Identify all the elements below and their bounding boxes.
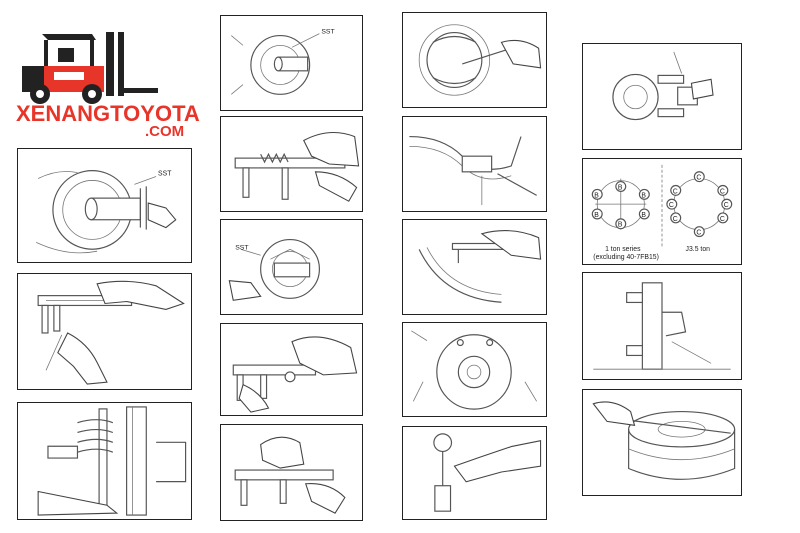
svg-text:B: B — [594, 192, 599, 199]
caliper-spring-diagram — [234, 132, 360, 202]
section-diagram — [593, 282, 731, 370]
svg-text:C: C — [669, 202, 674, 209]
panel-shoe-measure — [402, 219, 547, 315]
ton-small-note: (excluding 40-7FB15) — [593, 254, 659, 261]
caliper-depth-diagram — [234, 436, 346, 514]
hub-sst-diagram: SST — [228, 238, 320, 301]
panel-backplate — [402, 322, 547, 417]
bolt-b-group: B B B B B B — [591, 180, 650, 230]
bolt-pattern-diagram: B B B B B B C C C C C C C C 1 ton series… — [591, 164, 733, 261]
svg-text:B: B — [594, 212, 599, 219]
drum-caliper-diagram — [592, 401, 736, 480]
brand-suffix: .COM — [145, 123, 185, 140]
ton-small-label: 1 ton series — [605, 246, 641, 253]
panel-caliper-spring — [220, 116, 363, 212]
panel-dial-gauge — [402, 426, 547, 520]
panel-drum-tool — [402, 12, 547, 108]
ton-large-label: J3.5 ton — [686, 246, 711, 253]
caliper-measure-diagram — [37, 280, 185, 385]
panel-caliper-depth — [220, 424, 363, 521]
brand-name: XENANGTOYOTA — [16, 101, 200, 126]
svg-text:B: B — [618, 222, 623, 229]
shoe-measure-diagram — [418, 230, 542, 303]
backplate-diagram — [411, 330, 537, 410]
badge-text: TOYOTA — [58, 74, 83, 80]
sst-label-2: SST — [321, 29, 335, 36]
forklift-icon — [22, 32, 158, 104]
shoe-sst-diagram: SST — [231, 29, 335, 95]
clip-diagram — [612, 51, 714, 121]
svg-text:C: C — [673, 216, 678, 223]
panel-drum-caliper — [582, 389, 742, 496]
svg-text:B: B — [618, 184, 623, 191]
caliper-closeup-diagram — [232, 336, 358, 413]
panel-section — [582, 272, 742, 380]
svg-text:B: B — [641, 192, 646, 199]
panel-caliper-measure — [17, 273, 192, 390]
svg-text:C: C — [673, 188, 678, 195]
panel-shoe-sst: SST — [220, 15, 363, 111]
sst-label-3: SST — [235, 244, 249, 251]
panel-brake-sst: SST — [17, 148, 192, 263]
panel-cable-route — [402, 116, 547, 212]
brake-drum-sst-diagram: SST — [36, 170, 177, 254]
panel-clip — [582, 43, 742, 150]
bolt-c-group: C C C C C C C C — [666, 171, 733, 238]
forklift-logo: TOYOTA — [14, 26, 214, 146]
spring-install-diagram — [37, 406, 187, 516]
sst-label: SST — [158, 171, 172, 178]
svg-text:B: B — [641, 212, 646, 219]
svg-text:C: C — [720, 188, 725, 195]
dial-gauge-diagram — [433, 433, 542, 512]
drum-tool-diagram — [418, 24, 542, 96]
svg-text:C: C — [696, 175, 701, 182]
panel-hub-sst: SST — [220, 219, 363, 315]
svg-text:C: C — [724, 202, 729, 209]
panel-spring-install — [17, 402, 192, 520]
cable-route-diagram — [409, 135, 537, 206]
panel-caliper-closeup — [220, 323, 363, 416]
panel-bolt-pattern: B B B B B B C C C C C C C C 1 ton series… — [582, 158, 742, 265]
svg-text:C: C — [720, 216, 725, 223]
svg-text:C: C — [696, 230, 701, 237]
